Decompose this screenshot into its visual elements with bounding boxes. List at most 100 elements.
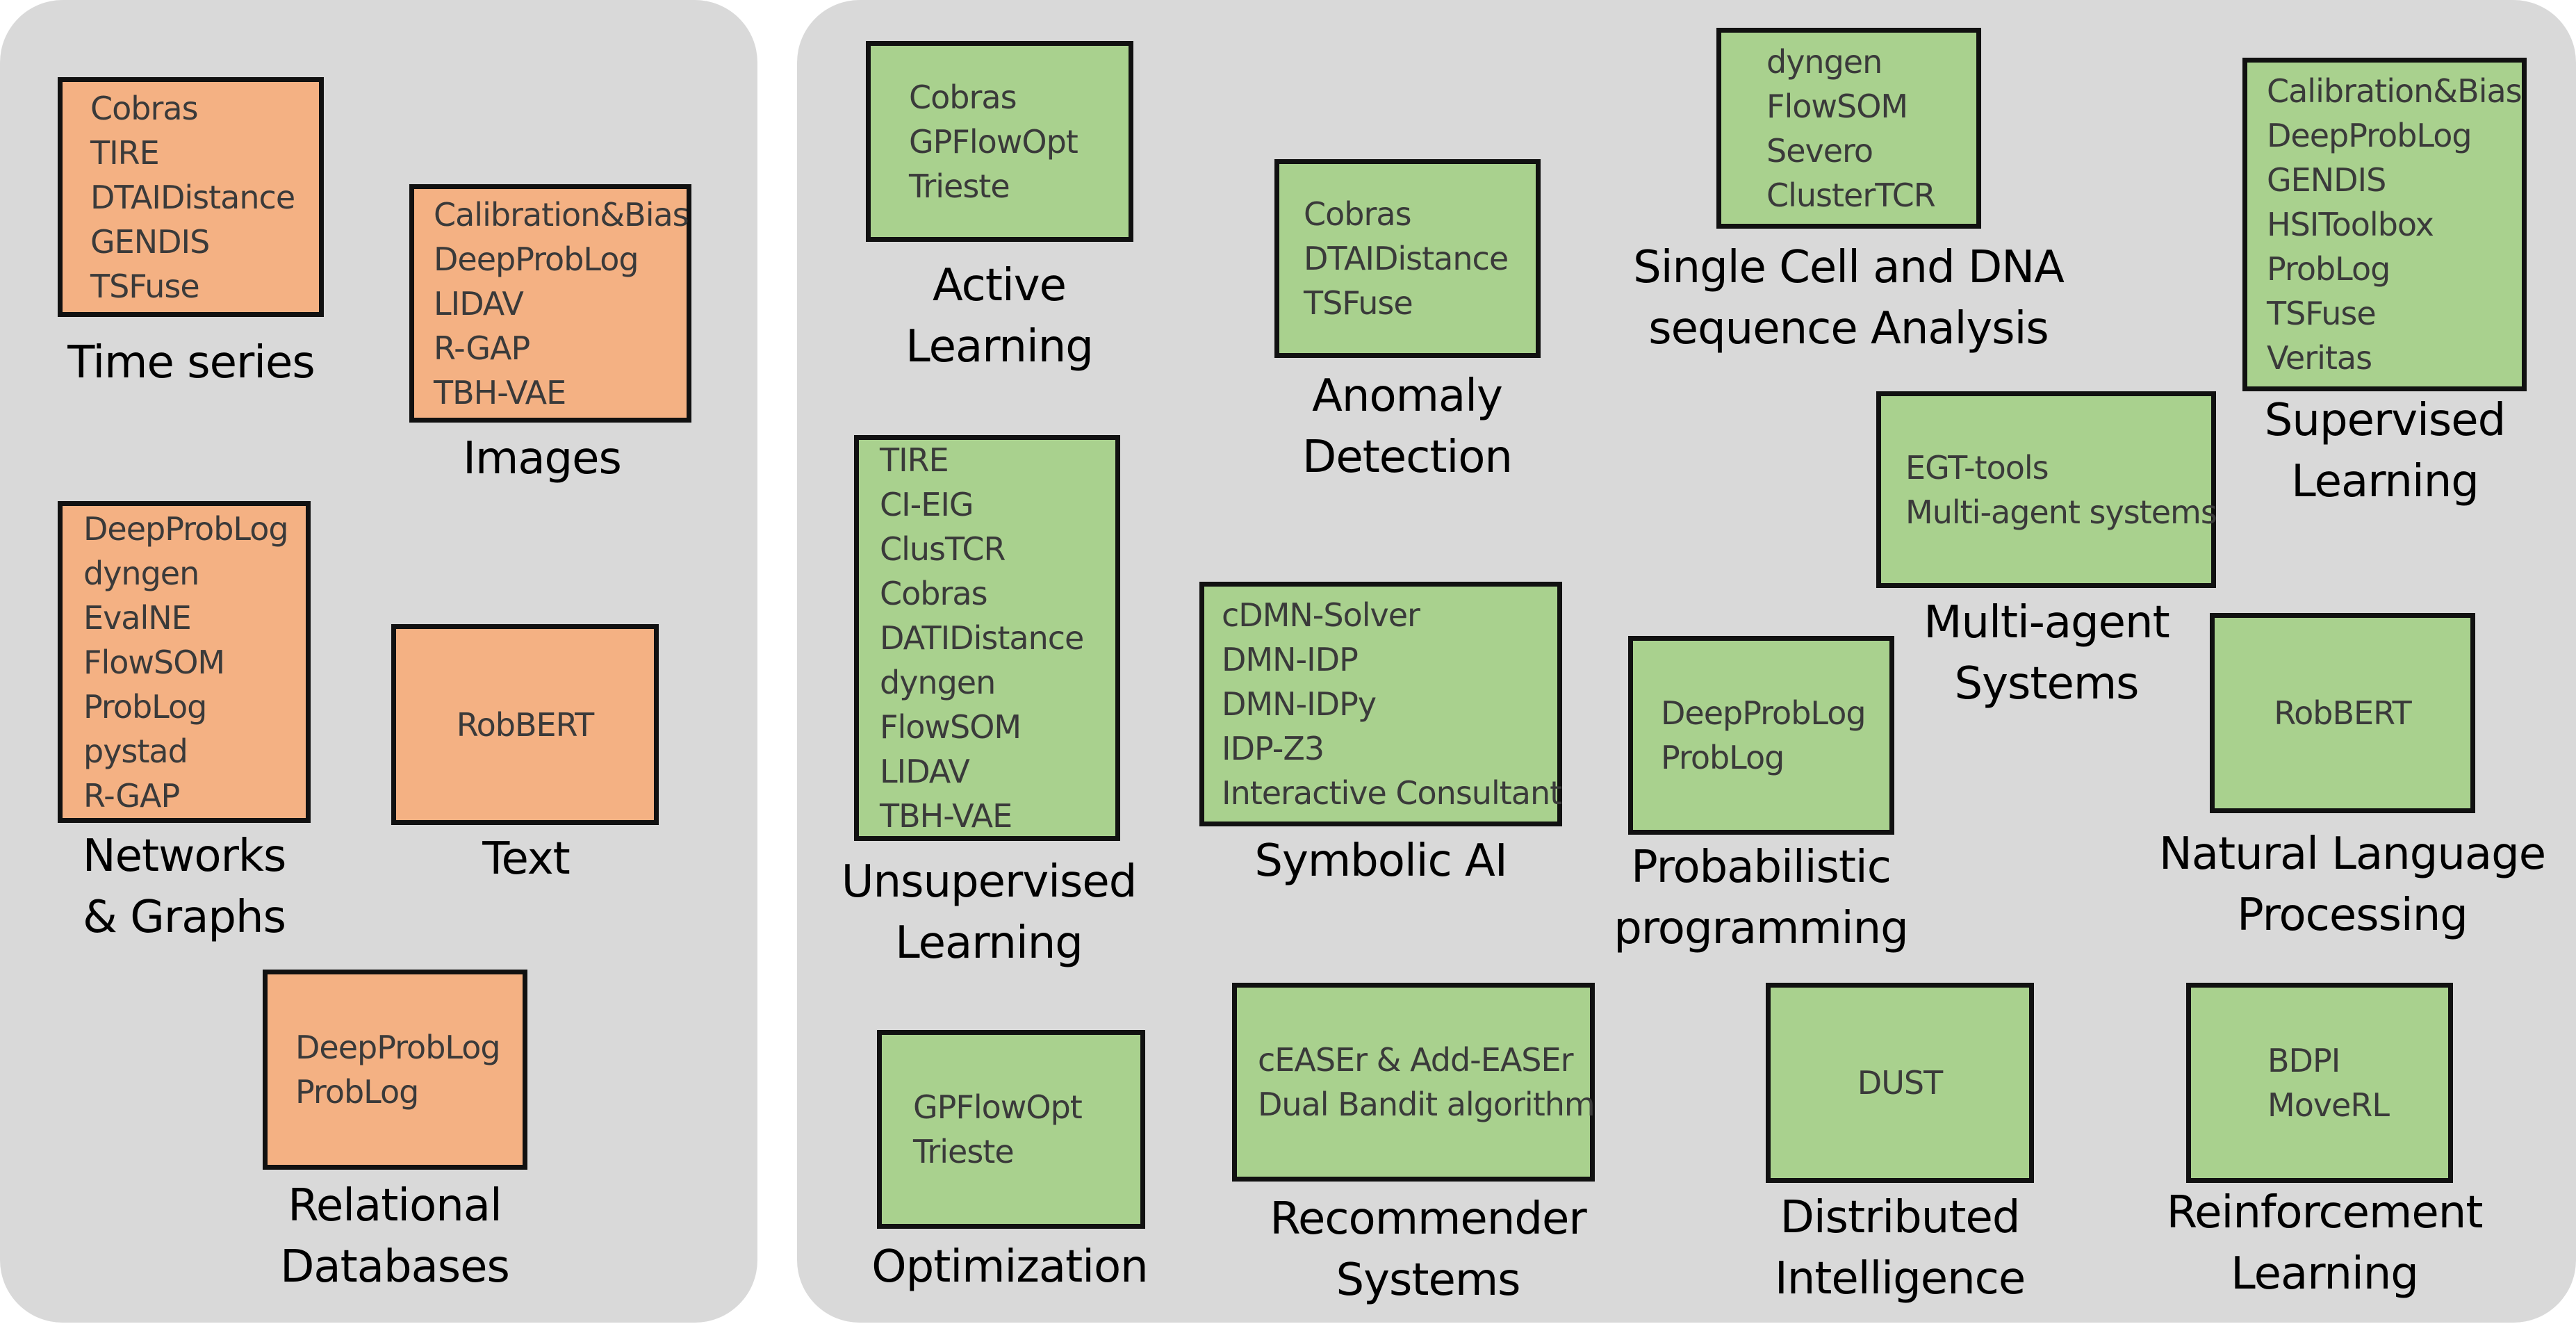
category-label-line: Databases: [280, 1241, 510, 1293]
tool-item: TIRE: [880, 441, 949, 479]
tool-item: ProbLog: [83, 687, 207, 726]
category-label-text: Text: [482, 828, 570, 890]
tool-item: TSFuse: [90, 267, 200, 305]
category-label-line: Supervised: [2264, 395, 2506, 446]
tool-item: Multi-agent systems: [1905, 493, 2217, 531]
tool-item: ProbLog: [1661, 739, 1785, 776]
tool-item: DTAIDistance: [90, 178, 295, 216]
category-label-single-cell-dna: Single Cell and DNA sequence Analysis: [1633, 237, 2065, 359]
category-label-line: Learning: [895, 917, 1083, 969]
tool-item: EvalNE: [83, 598, 192, 637]
tool-item: DeepProbLog: [1661, 694, 1867, 732]
tool-item: R-GAP: [83, 776, 180, 815]
tool-item: dyngen: [1766, 42, 1882, 81]
category-label-time-series: Time series: [67, 332, 315, 393]
category-label-line: Relational: [288, 1180, 502, 1232]
tool-item: ClusterTCR: [1766, 176, 1936, 214]
tool-item: LIDAV: [434, 284, 524, 322]
tool-item: TSFuse: [2267, 295, 2377, 332]
tool-item: LIDAV: [880, 753, 970, 790]
category-label-networks-graphs: Networks& Graphs: [82, 826, 287, 948]
category-label-line: Systems: [1954, 658, 2140, 710]
category-label-images: Images: [463, 428, 622, 489]
category-label-line: Reinforcement: [2166, 1187, 2484, 1239]
tool-item: pystad: [83, 732, 188, 770]
category-label-line: Probabilistic: [1631, 842, 1892, 893]
tool-item: RobBERT: [2274, 694, 2412, 732]
tool-item: CI-EIG: [880, 486, 974, 523]
tool-item: GENDIS: [90, 222, 210, 261]
tool-item: ProbLog: [295, 1073, 419, 1111]
category-label-line: Multi-agent: [1923, 597, 2169, 648]
category-label-line: Distributed: [1780, 1192, 2021, 1243]
tool-item: DMN-IDP: [1222, 641, 1359, 678]
tool-item: DeepProbLog: [83, 509, 289, 548]
tool-item: Interactive Consultant: [1222, 774, 1562, 812]
tool-item: TSFuse: [1304, 284, 1413, 322]
category-label-line: programming: [1614, 903, 1908, 954]
tool-item: FlowSOM: [880, 708, 1022, 746]
tool-item: Trieste: [913, 1133, 1015, 1170]
category-label-line: Text: [482, 833, 570, 885]
tool-item: BDPI: [2267, 1042, 2340, 1079]
tool-item: TBH-VAE: [434, 373, 566, 411]
tool-item: Cobras: [909, 78, 1017, 116]
tool-item: Dual Bandit algorithm: [1258, 1086, 1595, 1123]
tool-item: DTAIDistance: [1304, 240, 1509, 277]
tool-item: HSIToolbox: [2267, 206, 2434, 243]
category-label-line: Learning: [2291, 456, 2479, 507]
category-label-line: Intelligence: [1774, 1253, 2026, 1305]
category-label-line: Networks: [82, 831, 287, 882]
category-label-line: Optimization: [871, 1241, 1148, 1293]
tool-item: dyngen: [83, 554, 199, 592]
tool-item: GPFlowOpt: [909, 122, 1078, 161]
category-label-line: Single Cell and DNA: [1633, 242, 2065, 293]
tool-item: DUST: [1857, 1064, 1943, 1102]
tool-item: Calibration&Bias: [434, 195, 689, 234]
tool-item: DATIDistance: [880, 619, 1084, 657]
tool-item: FlowSOM: [1766, 87, 1908, 125]
category-label-probabilistic-programming: Probabilistic programming: [1614, 837, 1908, 959]
tool-item: IDP-Z3: [1222, 730, 1324, 767]
category-label-line: Images: [463, 433, 622, 484]
category-label-line: Natural Language: [2158, 828, 2546, 880]
tool-item: Calibration&Bias: [2267, 72, 2522, 110]
tool-item: DMN-IDPy: [1222, 685, 1377, 723]
tool-item: TIRE: [90, 133, 160, 172]
tool-item: Cobras: [880, 575, 988, 612]
category-label-line: Detection: [1302, 432, 1513, 483]
tool-item: Severo: [1766, 131, 1873, 170]
tool-item: cDMN-Solver: [1222, 596, 1420, 634]
tool-item: FlowSOM: [83, 643, 225, 681]
category-box-text: RobBERT: [391, 624, 659, 825]
category-label-line: sequence Analysis: [1648, 303, 2049, 354]
tool-item: DeepProbLog: [2267, 117, 2472, 154]
category-label-line: Time series: [67, 337, 315, 389]
tool-item: DeepProbLog: [434, 240, 639, 278]
tool-item: RobBERT: [456, 705, 595, 744]
category-box-nlp: RobBERT: [2210, 613, 2475, 813]
tool-item: Cobras: [90, 89, 199, 127]
tool-item: GPFlowOpt: [913, 1088, 1083, 1126]
category-label-line: Processing: [2237, 890, 2468, 941]
category-label-optimization: Optimization: [871, 1236, 1148, 1298]
